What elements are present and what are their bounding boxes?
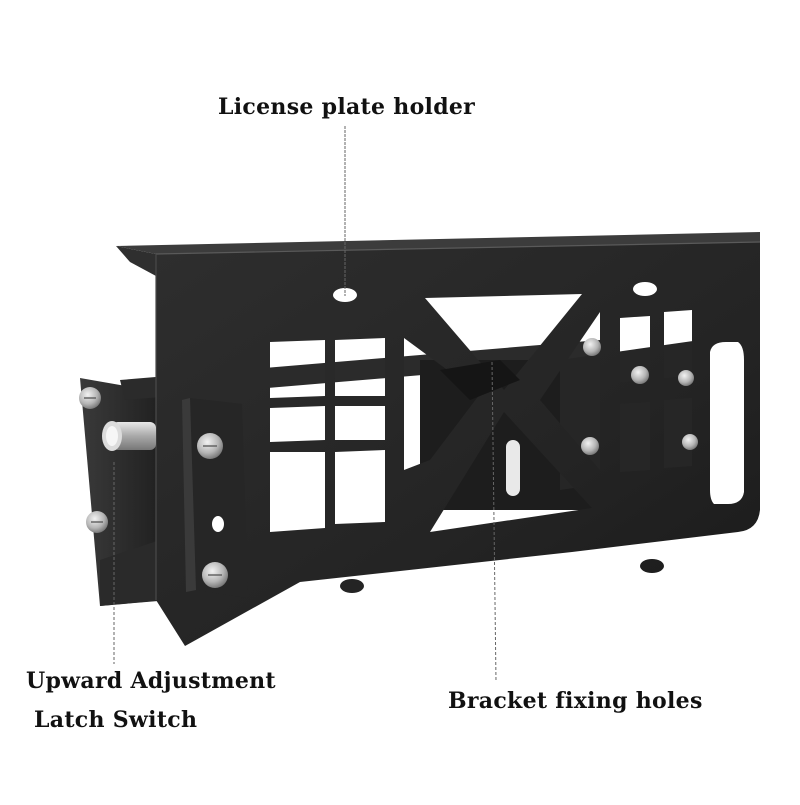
- latch-switch-label: Latch Switch: [34, 707, 198, 733]
- mounting-bolts: [79, 338, 698, 588]
- callout-leader-lines: [113, 126, 497, 683]
- latch-switch-pin: [102, 421, 156, 451]
- license-plate-holder-label: License plate holder: [218, 94, 476, 120]
- bracket-fixing-holes-label: Bracket fixing holes: [448, 688, 703, 714]
- plate-body: [116, 232, 761, 646]
- upward-adjustment-label: Upward Adjustment: [26, 668, 276, 694]
